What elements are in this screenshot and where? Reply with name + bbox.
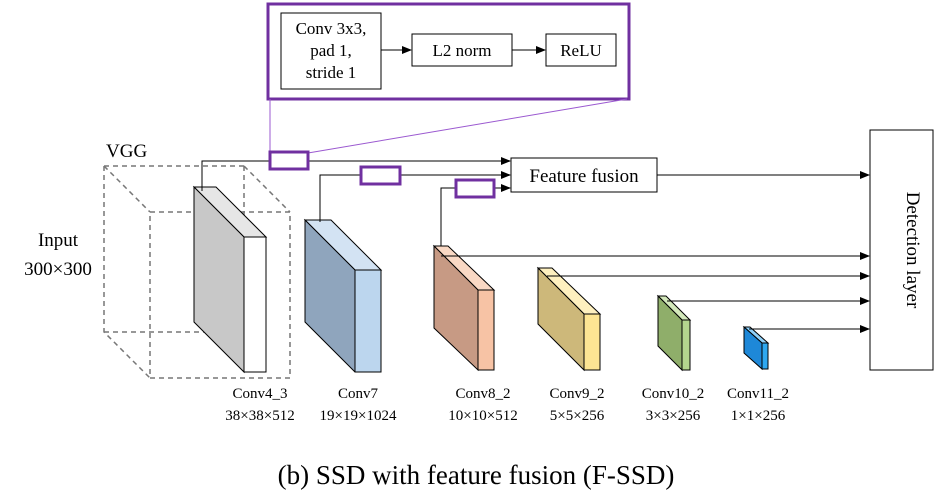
layer-dims-conv9_2: 5×5×256 [550,408,605,424]
layer-dims-conv8_2: 10×10×512 [448,408,517,424]
layer-name-conv11_2: Conv11_2 [727,386,789,402]
layer-name-conv10_2: Conv10_2 [642,386,705,402]
feature-map-conv8_2 [432,244,496,372]
fm-side [243,236,267,373]
layer-dims-conv4_3: 38×38×512 [225,408,294,424]
conv-op-line1: Conv 3x3, [296,19,367,38]
input-label-line2: 300×300 [24,259,92,280]
feature-fusion-box [510,157,658,193]
module-box-conv7 [359,165,402,186]
feature-map-conv7 [303,218,383,373]
layer-name-conv9_2: Conv9_2 [549,386,604,402]
detection-layer-label: Detection layer [902,192,923,309]
conv-op-box [280,12,382,90]
module-box-conv4_3 [268,150,310,171]
detection-layer-box [869,129,934,371]
feature-fusion-label: Feature fusion [529,166,639,187]
feature-map-conv9_2 [536,266,602,372]
input-label-line1: Input [38,230,79,251]
fm-side [354,269,382,373]
conv-op-line3: stride 1 [306,63,357,82]
layer-dims-conv11_2: 1×1×256 [731,408,786,424]
fm-side [681,319,691,371]
fm-side [761,342,769,370]
layer-dims-conv10_2: 3×3×256 [646,408,701,424]
feature-map-conv4_3 [192,185,268,374]
vgg-label: VGG [106,141,147,162]
l2norm-label: L2 norm [432,41,491,60]
layer-name-conv7: Conv7 [338,386,379,402]
conv-op-line2: pad 1, [310,41,352,60]
relu-box [545,33,617,67]
caption: (b) SSD with feature fusion (F-SSD) [278,460,675,490]
layer-dims-conv7: 19×19×1024 [320,408,397,424]
fm-side [583,313,601,371]
layer-name-conv4_3: Conv4_3 [232,386,287,402]
layer-labels: Conv4_3 38×38×512 Conv7 19×19×1024 Conv8_2 10… [225,386,789,424]
layer-name-conv8_2: Conv8_2 [455,386,510,402]
zoom-line-right [307,98,628,154]
relu-label: ReLU [560,41,602,60]
connections [201,157,870,333]
module-box-conv8_2 [454,178,496,199]
detail-box [266,2,631,101]
feature-map-conv11_2 [742,325,770,371]
fm-side [477,289,495,371]
feature-map-conv10_2 [656,294,692,372]
